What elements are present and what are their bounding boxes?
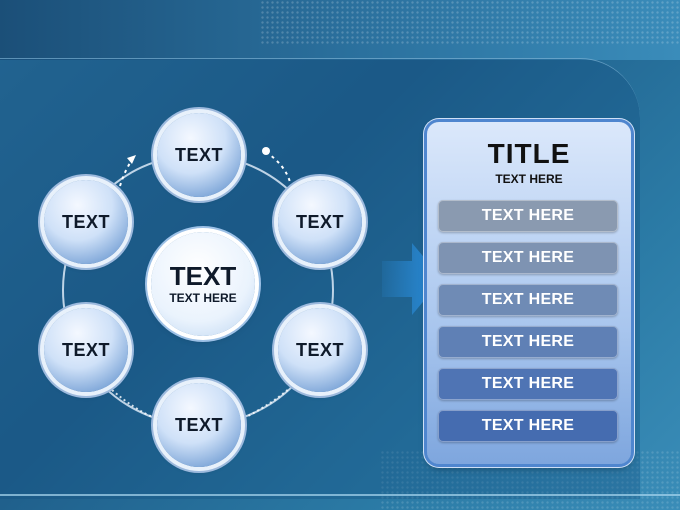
cycle-arrow-dotted-left	[119, 159, 133, 187]
cycle-node-upper-right: TEXT	[278, 180, 362, 264]
card-row: TEXT HERE	[438, 284, 618, 316]
cycle-dot-right	[262, 147, 270, 155]
cycle-node-label: TEXT	[61, 211, 110, 232]
bottom-divider	[0, 494, 680, 496]
cycle-dotted-bottom-right	[243, 387, 291, 419]
card-row: TEXT HERE	[438, 410, 618, 442]
card-title: TITLE	[487, 138, 571, 169]
cycle-node-top: TEXT	[157, 113, 241, 197]
cycle-center: TEXT TEXT HERE	[151, 232, 255, 336]
cycle-node-label: TEXT	[174, 414, 223, 435]
card-subtitle: TEXT HERE	[495, 172, 563, 186]
cycle-center-title: TEXT	[169, 261, 237, 291]
card-row: TEXT HERE	[438, 200, 618, 232]
cycle-node-label: TEXT	[295, 339, 344, 360]
card-row: TEXT HERE	[438, 368, 618, 400]
cycle-node-lower-right: TEXT	[278, 308, 362, 392]
title-card: TITLE TEXT HERE TEXT HERE TEXT HERE TEXT…	[427, 122, 631, 464]
card-row: TEXT HERE	[438, 242, 618, 274]
cycle-arrowhead-left	[127, 155, 136, 164]
cycle-node-lower-left: TEXT	[44, 308, 128, 392]
cycle-dotted-bottom-left	[111, 389, 156, 419]
cycle-center-subtitle: TEXT HERE	[169, 291, 237, 305]
cycle-arrow-dotted-right	[265, 151, 291, 183]
cycle-node-upper-left: TEXT	[44, 180, 128, 264]
cycle-node-bottom: TEXT	[157, 383, 241, 467]
card-row: TEXT HERE	[438, 326, 618, 358]
dot-pattern-top	[260, 0, 680, 46]
cycle-node-label: TEXT	[61, 339, 110, 360]
cycle-node-label: TEXT	[174, 144, 223, 165]
header-band	[0, 0, 680, 60]
cycle-node-label: TEXT	[295, 211, 344, 232]
